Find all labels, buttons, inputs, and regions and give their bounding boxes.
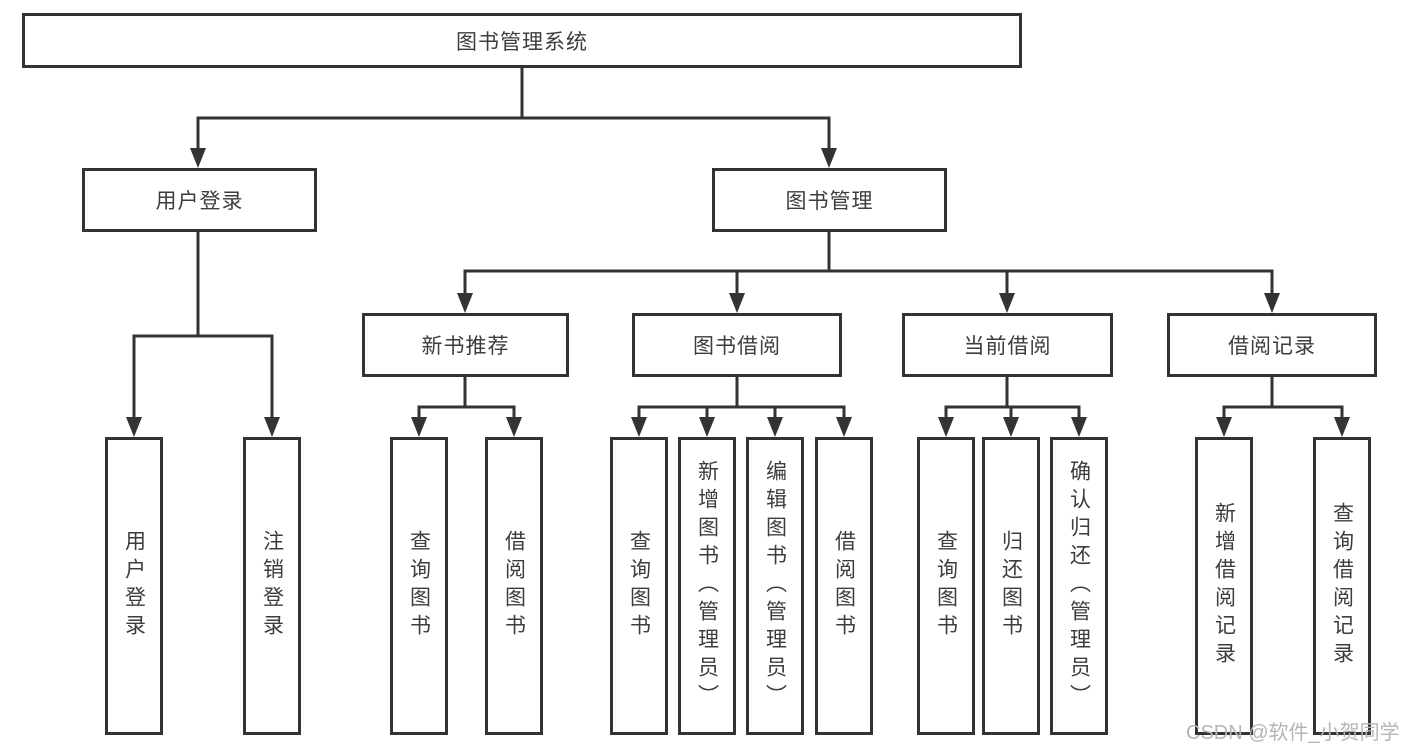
leaf-current-return-book: 归还图书 <box>982 437 1040 735</box>
csdn-watermark: CSDN @软件_小贺同学 <box>1186 722 1400 744</box>
leaf-current-confirm-return-admin-label: 确认归还（管理员） <box>1067 460 1091 712</box>
leaf-borrow-edit-book-admin-label: 编辑图书（管理员） <box>763 460 787 712</box>
leaf-user-login-label: 用户登录 <box>122 530 146 642</box>
leaf-current-query-book: 查询图书 <box>917 437 975 735</box>
node-root: 图书管理系统 <box>22 13 1022 68</box>
node-book-borrowing-label: 图书借阅 <box>693 335 781 358</box>
node-root-label: 图书管理系统 <box>456 30 588 54</box>
leaf-borrow-borrow-book-label: 借阅图书 <box>832 530 856 642</box>
leaf-logout-label: 注销登录 <box>260 530 284 642</box>
leaf-current-confirm-return-admin: 确认归还（管理员） <box>1050 437 1108 735</box>
leaf-record-add-record-label: 新增借阅记录 <box>1212 502 1236 670</box>
node-user-login: 用户登录 <box>82 168 317 232</box>
leaf-borrow-query-book: 查询图书 <box>610 437 668 735</box>
node-book-management: 图书管理 <box>712 168 947 232</box>
leaf-user-login: 用户登录 <box>105 437 163 735</box>
leaf-borrow-query-book-label: 查询图书 <box>627 530 651 642</box>
leaf-newrec-borrow-book-label: 借阅图书 <box>502 530 526 642</box>
leaf-borrow-add-book-admin: 新增图书（管理员） <box>678 437 736 735</box>
node-current-borrowing: 当前借阅 <box>902 313 1113 377</box>
node-user-login-label: 用户登录 <box>155 190 244 213</box>
node-new-book-recommend-label: 新书推荐 <box>421 335 510 358</box>
node-borrowing-records-label: 借阅记录 <box>1228 335 1316 358</box>
leaf-borrow-add-book-admin-label: 新增图书（管理员） <box>695 460 719 712</box>
node-current-borrowing-label: 当前借阅 <box>963 335 1052 358</box>
node-borrowing-records: 借阅记录 <box>1167 313 1377 377</box>
leaf-borrow-edit-book-admin: 编辑图书（管理员） <box>746 437 804 735</box>
leaf-record-query-record: 查询借阅记录 <box>1313 437 1371 735</box>
leaf-record-query-record-label: 查询借阅记录 <box>1330 502 1354 670</box>
node-book-borrowing: 图书借阅 <box>632 313 842 377</box>
leaf-newrec-borrow-book: 借阅图书 <box>485 437 543 735</box>
leaf-current-query-book-label: 查询图书 <box>934 530 958 642</box>
node-new-book-recommend: 新书推荐 <box>362 313 569 377</box>
leaf-logout: 注销登录 <box>243 437 301 735</box>
leaf-newrec-query-book: 查询图书 <box>390 437 448 735</box>
leaf-current-return-book-label: 归还图书 <box>999 530 1023 642</box>
leaf-newrec-query-book-label: 查询图书 <box>407 530 431 642</box>
node-book-management-label: 图书管理 <box>785 190 874 213</box>
arrowheads <box>126 148 1350 437</box>
leaf-borrow-borrow-book: 借阅图书 <box>815 437 873 735</box>
leaf-record-add-record: 新增借阅记录 <box>1195 437 1253 735</box>
